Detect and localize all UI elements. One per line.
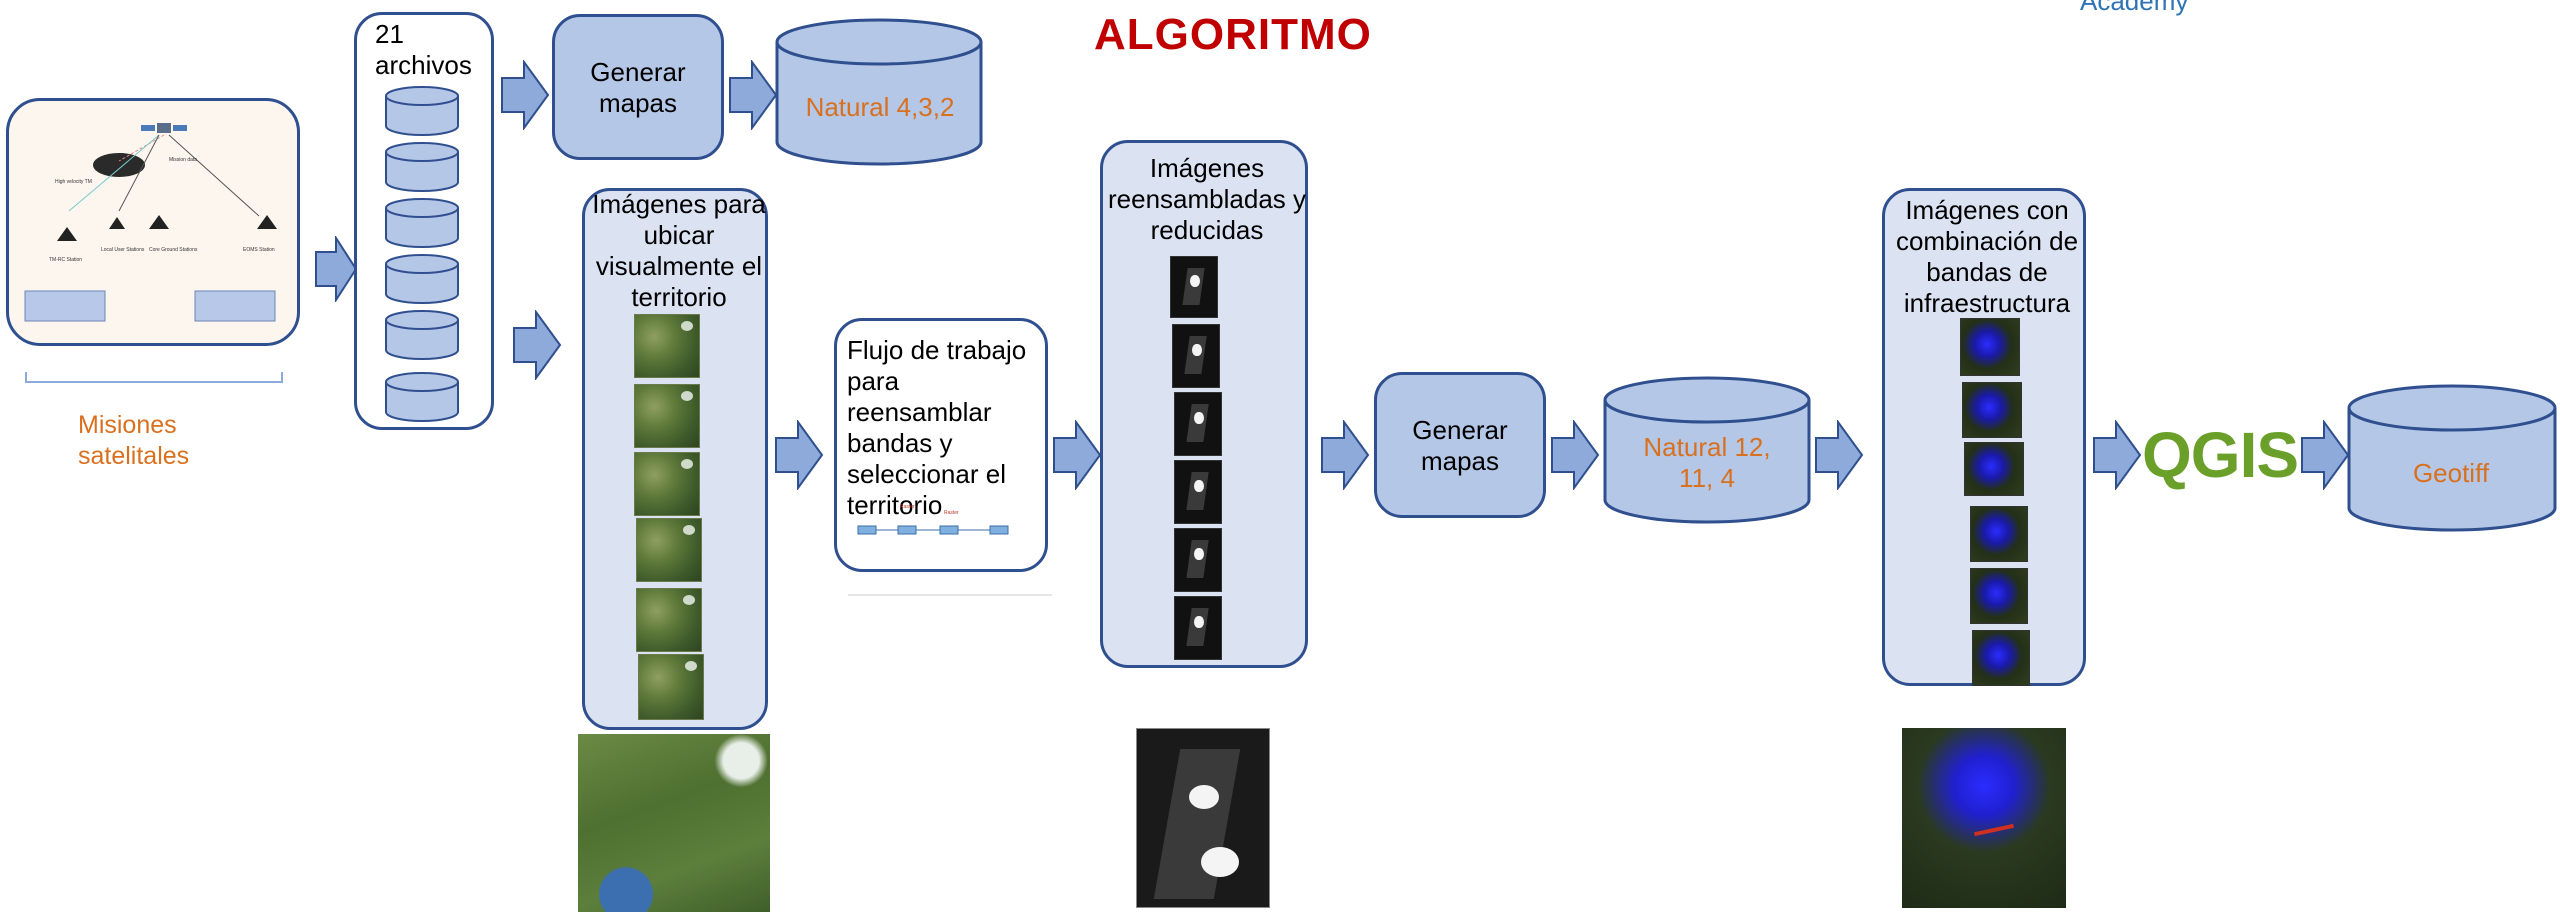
satellite-thumbnail [636,518,702,582]
large-volcano-image [1902,728,2066,908]
large-bw-image [1136,728,1270,908]
svg-text:Raster: Raster [900,504,915,510]
satellite-icon [141,123,187,133]
geotiff-cylinder [2347,384,2557,532]
svg-text:Raster: Raster [944,510,959,516]
arrow-5 [775,420,824,490]
generate-maps-label-1: Generar mapas [590,57,686,118]
bw-thumbnail [1172,324,1220,388]
bw-thumbnail [1174,596,1222,660]
bw-thumbnail [1170,256,1218,318]
archives-label: 21 archivos [375,19,472,80]
svg-text:TM-RC Station: TM-RC Station [49,257,82,263]
generate-maps-label-2: Generar mapas [1412,415,1508,476]
arrow-3 [513,310,562,380]
natural-12114-label: Natural 12, 11, 4 [1643,432,1771,493]
bw-thumbnail [1174,392,1222,456]
bw-thumbnail [1174,460,1222,524]
generate-maps-box-2: Generar mapas [1374,372,1546,518]
satellite-thumbnail [634,452,700,516]
diagram-title: ALGORITMO [1094,10,1372,59]
blue-thumbnail [1970,506,2028,562]
cylinder-icon [385,142,459,192]
blue-thumbnail [1964,442,2024,496]
satellite-missions-box: TM-RC Station Local User Stations Core G… [6,98,300,346]
generate-maps-box-1: Generar mapas [552,14,724,160]
svg-text:High velocity TM: High velocity TM [55,179,92,185]
reassembled-label: Imágenes reensambladas y reducidas [1108,153,1306,245]
arrow-4 [729,60,778,130]
bracket [25,372,283,383]
workflow-divider [848,594,1052,596]
satellite-missions-caption: Misiones satelitales [78,411,190,470]
archives-cylinders [385,86,459,422]
svg-text:EOMS Station: EOMS Station [243,247,275,253]
arrow-2 [501,60,550,130]
satellite-thumbnail [636,588,702,652]
cylinder-icon [385,310,459,360]
satellite-thumbnail [634,314,700,378]
blue-thumbnail [1972,630,2030,686]
satellite-thumbnail [634,384,700,448]
svg-text:Mission data: Mission data [169,157,197,163]
svg-text:Core Ground Stations: Core Ground Stations [149,247,198,253]
blue-thumbnail [1960,318,2020,376]
workflow-label: Flujo de trabajo para reensamblar bandas… [847,335,1027,520]
blue-thumbnail [1970,568,2028,624]
infra-label: Imágenes con combinación de bandas de in… [1895,195,2079,318]
satellite-missions-illustration: TM-RC Station Local User Stations Core G… [24,123,277,322]
arrow-8 [1551,420,1600,490]
archives-box: 21 archivos [354,12,494,430]
blue-thumbnail [1962,382,2022,438]
natural-432-cylinder [775,18,983,166]
geotiff-label: Geotiff [2412,458,2490,488]
arrow-9 [1815,420,1864,490]
natural-12114-cylinder [1603,376,1811,524]
qgis-logo: QGIS [2142,419,2299,491]
images-locate-label: Imágenes para ubicar visualmente el terr… [592,189,766,312]
top-right-text: Academy [2080,0,2189,16]
cylinder-icon [385,198,459,248]
bw-thumbnail [1174,528,1222,592]
arrow-6 [1053,420,1102,490]
arrow-7 [1321,420,1370,490]
cylinder-icon [385,254,459,304]
satellite-thumbnail [638,654,704,720]
cylinder-icon [385,86,459,136]
ground-station-icon [57,215,277,241]
large-map-image [578,734,770,912]
svg-text:Local User Stations: Local User Stations [101,247,145,253]
arrow-10 [2093,420,2142,490]
cylinder-icon [385,372,459,422]
arrow-11 [2301,420,2350,490]
natural-432-label: Natural 4,3,2 [805,92,955,122]
earth-cloud-icon [93,153,145,177]
arrow-1 [315,236,358,302]
